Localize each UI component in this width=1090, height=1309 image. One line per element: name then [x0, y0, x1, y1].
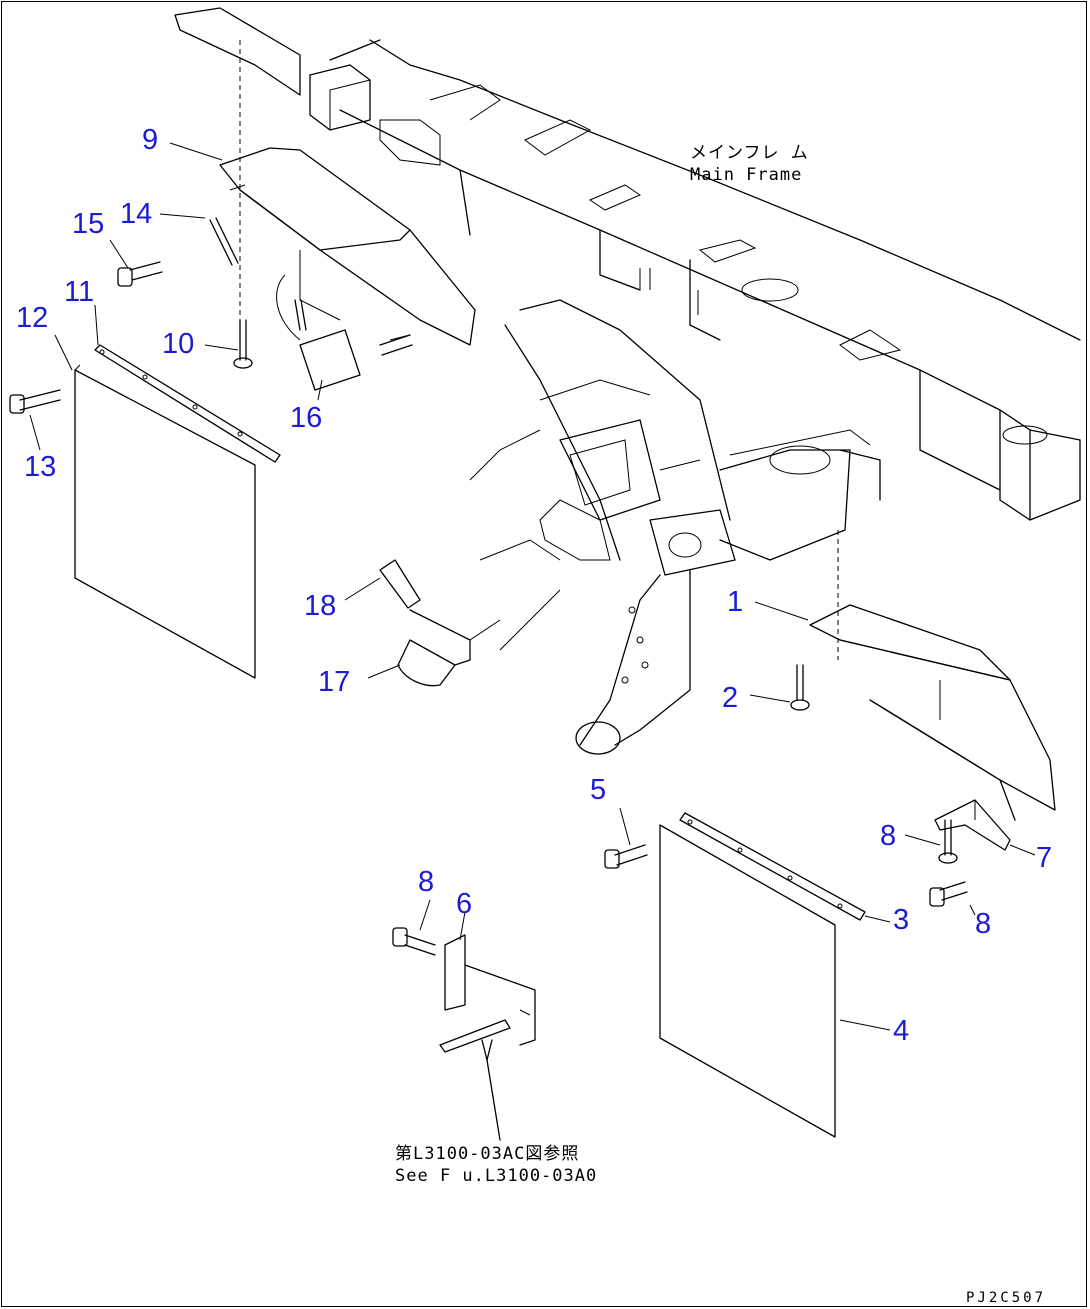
bolt-15 [117, 261, 163, 287]
reference-note-jp: 第L3100-03AC図参照 [395, 1144, 580, 1164]
clamp-16 [276, 274, 413, 391]
callout-7[interactable]: 7 [1036, 842, 1053, 874]
main-frame-label-jp: メインフレ ム [690, 143, 809, 163]
leader-lines [29, 142, 1036, 1031]
ref-arrow [481, 1039, 501, 1141]
callout-8-right-bottom[interactable]: 8 [975, 908, 992, 940]
bolt-10 [233, 319, 253, 369]
callout-9[interactable]: 9 [142, 124, 159, 156]
step-17 [379, 559, 501, 687]
right-fender [809, 530, 1056, 821]
callout-17[interactable]: 17 [318, 666, 351, 698]
right-mudflap [659, 812, 866, 1138]
callout-16[interactable]: 16 [290, 402, 323, 434]
bracket-7 [934, 799, 1011, 851]
bolt-13 [9, 389, 61, 414]
callout-5[interactable]: 5 [590, 774, 607, 806]
callout-15[interactable]: 15 [72, 208, 105, 240]
bolt-8-right-top [938, 819, 958, 864]
callout-11[interactable]: 11 [64, 276, 95, 308]
left-mudflap [74, 344, 281, 679]
bolt-8-right-bottom [929, 881, 968, 907]
callout-8-left[interactable]: 8 [418, 866, 435, 898]
callout-18[interactable]: 18 [304, 590, 337, 622]
callout-4[interactable]: 4 [893, 1015, 910, 1047]
bracket-6 [439, 934, 536, 1053]
main-frame-label-en: Main Frame [690, 165, 803, 185]
bolt-5 [604, 844, 648, 869]
callout-14[interactable]: 14 [120, 198, 153, 230]
pin-14 [209, 217, 239, 266]
callout-8-right-top[interactable]: 8 [880, 820, 897, 852]
callout-13[interactable]: 13 [24, 451, 57, 483]
drawing-code: PJ2C507 [966, 1290, 1047, 1306]
callout-6[interactable]: 6 [456, 888, 473, 920]
callout-12[interactable]: 12 [16, 302, 49, 334]
left-fender [219, 40, 476, 346]
callout-10[interactable]: 10 [162, 328, 195, 360]
bracket-top [174, 7, 441, 166]
callout-1[interactable]: 1 [727, 586, 744, 618]
bolt-8-left [392, 927, 436, 956]
center-member [469, 299, 881, 755]
bolt-2 [790, 664, 810, 711]
callout-2[interactable]: 2 [722, 682, 739, 714]
callout-3[interactable]: 3 [893, 904, 910, 936]
reference-note-en: See F u.L3100-03A0 [395, 1166, 598, 1186]
main-frame [329, 39, 1081, 521]
